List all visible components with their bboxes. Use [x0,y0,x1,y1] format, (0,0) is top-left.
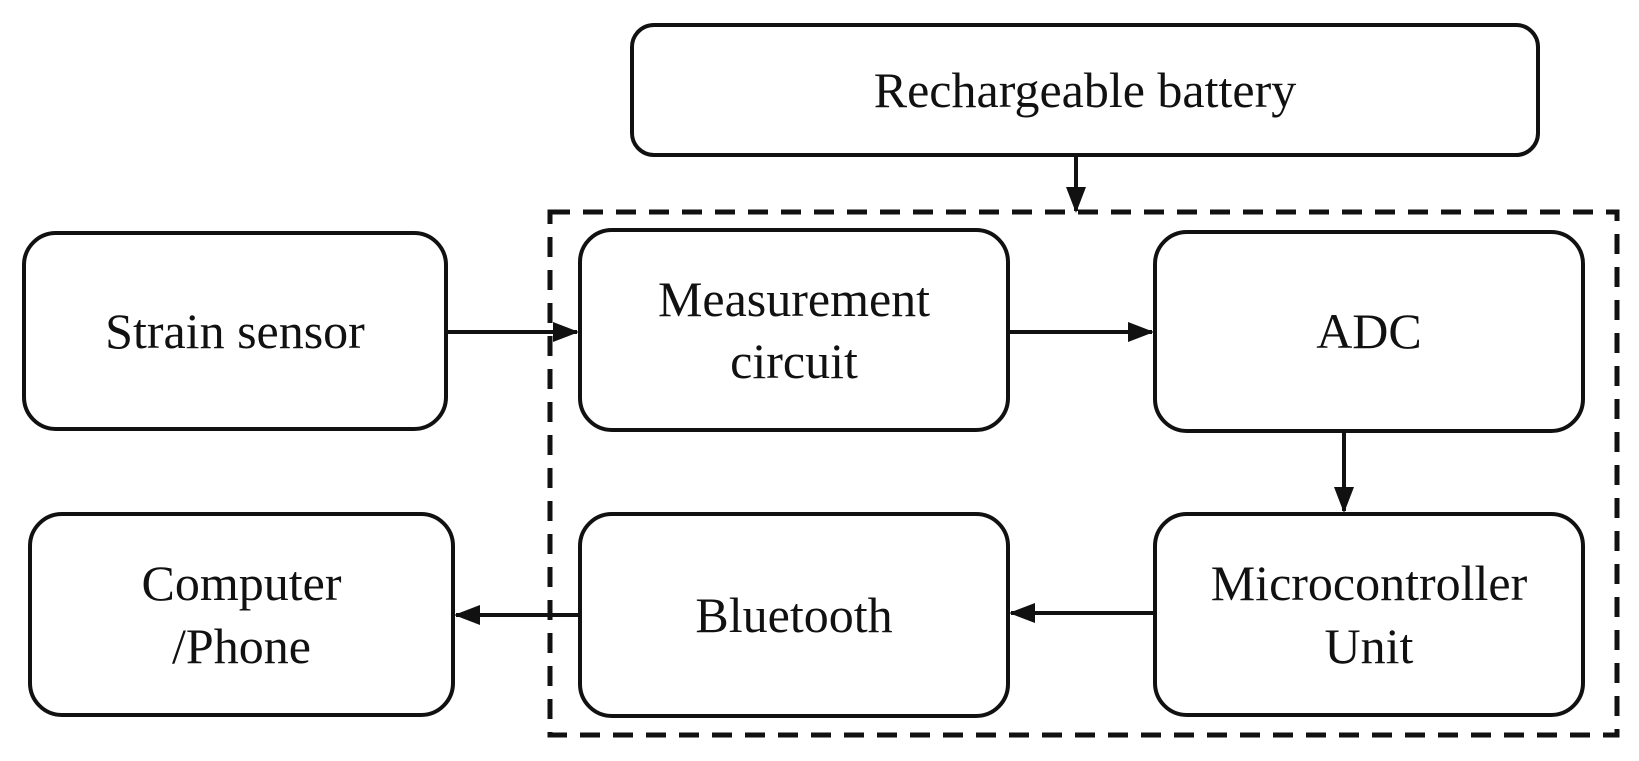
node-bluetooth-label: Bluetooth [695,586,893,643]
node-rechargeable-battery: Rechargeable battery [630,23,1540,157]
node-microcontroller-unit: Microcontroller Unit [1153,512,1585,717]
node-microcontroller-unit-label: Microcontroller Unit [1210,555,1528,674]
node-measurement-circuit: Measurement circuit [578,228,1010,432]
node-computer-phone-label: Computer /Phone [141,555,342,674]
node-adc-label: ADC [1316,303,1422,360]
node-adc: ADC [1153,230,1585,433]
node-rechargeable-battery-label: Rechargeable battery [873,61,1297,118]
node-bluetooth: Bluetooth [578,512,1010,718]
node-measurement-circuit-label: Measurement circuit [657,270,931,390]
node-strain-sensor-label: Strain sensor [105,302,365,359]
node-computer-phone: Computer /Phone [28,512,455,717]
node-strain-sensor: Strain sensor [22,231,448,431]
